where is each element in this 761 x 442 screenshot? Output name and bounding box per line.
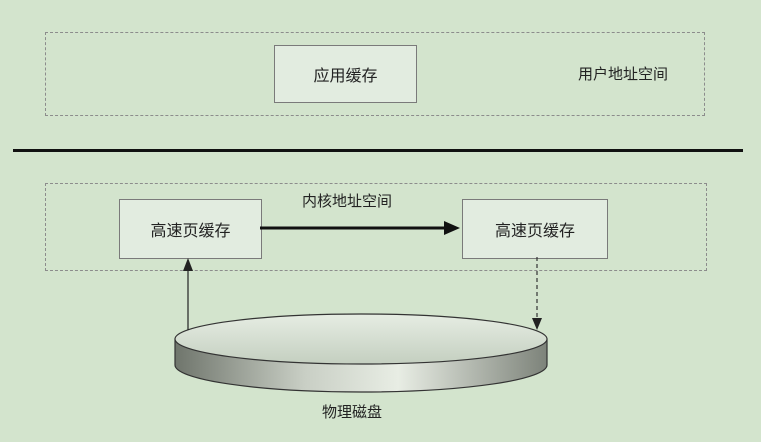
page-cache-label-right: 高速页缓存 (494, 221, 575, 240)
page-cache-box-left: 高速页缓存 (119, 199, 262, 259)
user-kernel-divider (13, 149, 743, 152)
physical-disk-label: 物理磁盘 (322, 403, 383, 421)
page-cache-box-right: 高速页缓存 (462, 199, 608, 259)
page-cache-label-left: 高速页缓存 (150, 221, 231, 240)
page-cache-transfer-arrow (260, 221, 460, 235)
physical-disk (174, 313, 548, 393)
user-address-space-region (45, 32, 705, 116)
app-cache-box: 应用缓存 (274, 45, 417, 103)
kernel-address-space-region (45, 183, 707, 271)
page-cache-to-disk-arrow (532, 257, 542, 330)
kernel-address-space-label: 内核地址空间 (302, 192, 393, 210)
disk-to-page-cache-arrow (183, 258, 193, 330)
app-cache-label: 应用缓存 (313, 66, 378, 85)
user-address-space-label: 用户地址空间 (578, 65, 669, 83)
